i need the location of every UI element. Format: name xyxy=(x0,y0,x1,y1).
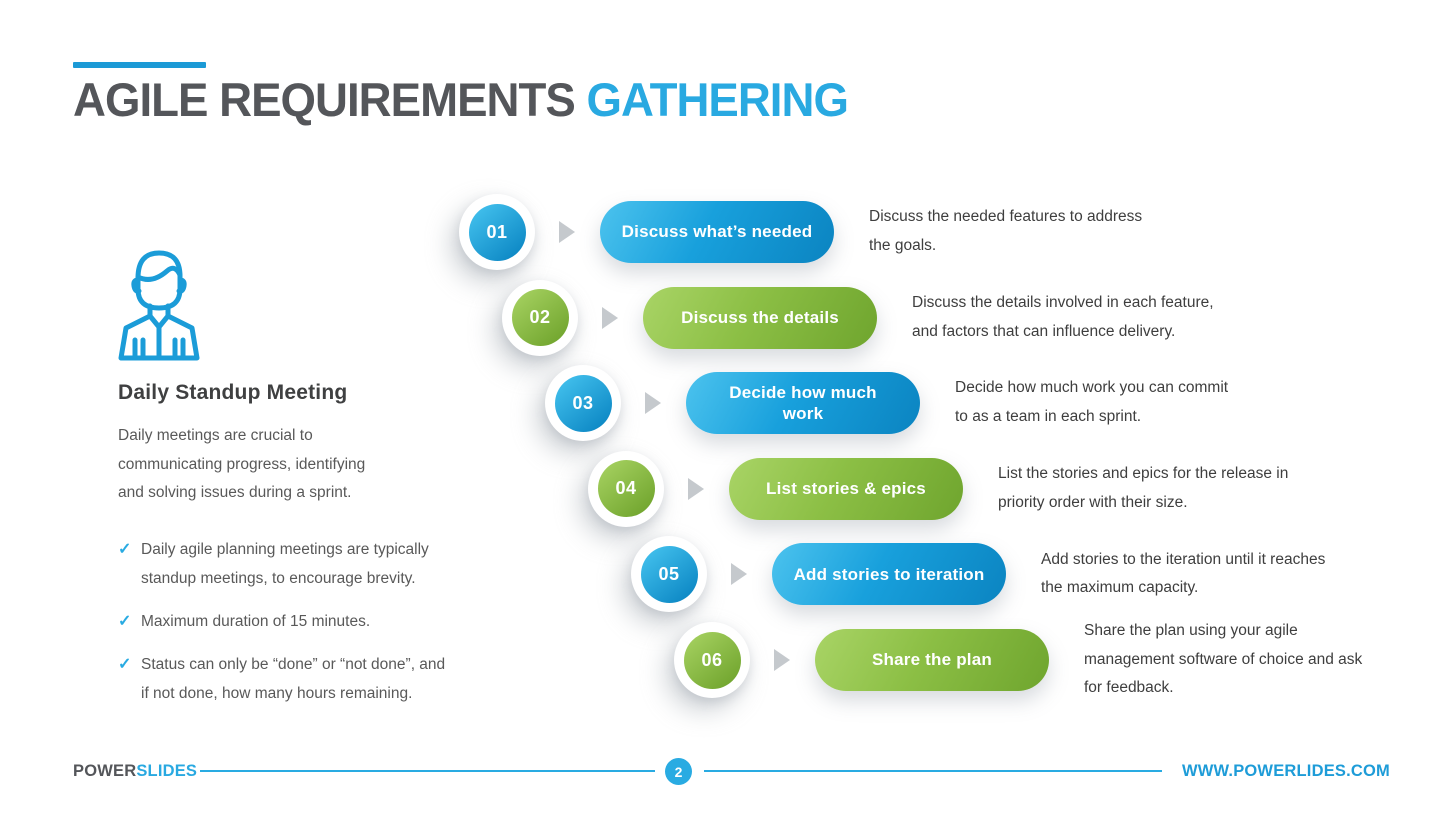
step-pill: Decide how much work xyxy=(686,372,920,435)
step-description: List the stories and epics for the relea… xyxy=(998,465,1289,511)
step-number-ring: 01 xyxy=(459,194,535,270)
step-label: Discuss the details xyxy=(681,307,839,327)
step-label: Share the plan xyxy=(872,650,992,670)
process-step-1: 01 Discuss what’s needed Discuss the nee… xyxy=(459,194,1214,270)
step-description: Add stories to the iteration until it re… xyxy=(1041,550,1326,597)
brand-logo: POWERSLIDES xyxy=(73,762,197,781)
step-description: Decide how much work you can commit to a… xyxy=(955,379,1229,426)
step-label: Decide how much work xyxy=(729,382,877,424)
step-pill: Add stories to iteration xyxy=(772,543,1006,606)
arrow-right-icon xyxy=(774,649,790,671)
step-label: Add stories to iteration xyxy=(793,564,985,584)
bullet-text: Daily agile planning meetings are typica… xyxy=(141,541,429,587)
footer-divider-left xyxy=(200,770,655,772)
title-accent-text: GATHERING xyxy=(586,73,849,126)
arrow-right-icon xyxy=(602,306,618,329)
step-pill: List stories & epics xyxy=(729,457,963,520)
sidebar-heading: Daily Standup Meeting xyxy=(118,381,348,404)
page-number-badge: 2 xyxy=(665,758,692,785)
step-number: 04 xyxy=(597,460,655,518)
step-number-ring: 02 xyxy=(502,279,578,356)
brand-accent-text: SLIDES xyxy=(136,762,198,780)
step-label: List stories & epics xyxy=(766,479,926,499)
brand-dark-text: POWER xyxy=(73,762,137,780)
page-title: AGILE REQUIREMENTS GATHERING xyxy=(73,73,849,126)
process-step-5: 05 Add stories to iteration Add stories … xyxy=(631,536,1386,613)
website-link[interactable]: WWW.POWERLIDES.COM xyxy=(1182,762,1390,780)
step-number-ring: 04 xyxy=(588,450,664,527)
arrow-right-icon xyxy=(559,221,575,243)
process-step-4: 04 List stories & epics List the stories… xyxy=(588,450,1343,527)
process-step-6: 06 Share the plan Share the plan using y… xyxy=(674,622,1429,698)
step-pill: Discuss the details xyxy=(643,286,877,349)
bullet-list: ✓ Daily agile planning meetings are typi… xyxy=(118,535,498,722)
step-number-ring: 06 xyxy=(674,622,750,698)
check-icon: ✓ xyxy=(118,656,132,673)
list-item: ✓ Daily agile planning meetings are typi… xyxy=(118,535,498,593)
process-step-2: 02 Discuss the details Discuss the detai… xyxy=(502,279,1257,356)
list-item: ✓ Status can only be “done” or “not done… xyxy=(118,650,498,708)
step-number: 03 xyxy=(554,374,612,432)
person-icon xyxy=(118,250,200,361)
step-number: 02 xyxy=(511,289,569,347)
title-dark-text: AGILE REQUIREMENTS xyxy=(73,73,576,126)
list-item: ✓ Maximum duration of 15 minutes. xyxy=(118,607,498,636)
check-icon: ✓ xyxy=(118,613,132,630)
step-description: Discuss the needed features to address t… xyxy=(869,208,1143,254)
step-description: Discuss the details involved in each fea… xyxy=(912,293,1214,340)
arrow-right-icon xyxy=(645,392,661,415)
footer-divider-right xyxy=(704,770,1162,772)
step-description: Share the plan using your agile manageme… xyxy=(1084,621,1363,697)
step-label: Discuss what’s needed xyxy=(621,222,813,242)
arrow-right-icon xyxy=(731,563,747,586)
step-pill: Share the plan xyxy=(815,629,1049,691)
step-number-ring: 03 xyxy=(545,365,621,442)
step-number: 05 xyxy=(640,545,698,603)
step-number: 06 xyxy=(683,631,741,689)
bullet-text: Status can only be “done” or “not done”,… xyxy=(141,656,446,702)
arrow-right-icon xyxy=(688,477,704,500)
step-number-ring: 05 xyxy=(631,536,707,613)
bullet-text: Maximum duration of 15 minutes. xyxy=(141,613,371,630)
title-accent-bar xyxy=(73,62,206,68)
sidebar-description: Daily meetings are crucial to communicat… xyxy=(118,427,366,501)
step-number: 01 xyxy=(468,203,526,261)
step-pill: Discuss what’s needed xyxy=(600,201,834,263)
check-icon: ✓ xyxy=(118,541,132,558)
process-step-3: 03 Decide how much work Decide how much … xyxy=(545,365,1300,442)
